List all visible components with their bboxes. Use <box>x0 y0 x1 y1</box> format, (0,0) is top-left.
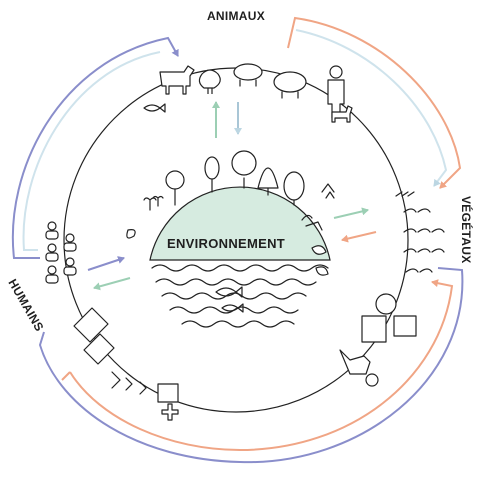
people-icon <box>45 221 77 284</box>
lightblue-arc-animals-plants <box>295 29 448 187</box>
arrow-env-to-plants <box>333 207 369 219</box>
vegetaux-label: VÉGÉTAUX <box>459 196 474 264</box>
microscope-icon <box>339 349 379 387</box>
pig-icon <box>233 63 263 87</box>
humains-label: HUMAINS <box>5 277 46 334</box>
arrow-humans-to-env <box>87 256 125 271</box>
orange-arc-tail <box>61 371 71 381</box>
farmer-icon <box>327 65 345 119</box>
plants-icon <box>395 191 445 273</box>
sheep-icon <box>273 71 307 99</box>
dog-icon <box>331 105 353 123</box>
blue-arc-plants-humans <box>38 267 464 464</box>
seedlings-icon <box>143 195 323 231</box>
orange-arc-humans-plants <box>69 279 454 452</box>
hospital-icon <box>73 307 179 421</box>
cow-icon <box>159 65 195 95</box>
environment-label: ENVIRONNEMENT <box>167 236 285 251</box>
fish-icon <box>143 103 166 113</box>
leaves-icon <box>126 229 329 276</box>
lab-icon <box>361 293 417 343</box>
lightblue-arc-humans-animals <box>22 51 161 251</box>
chicken-icon <box>198 69 221 94</box>
arrow-plants-to-env <box>341 231 377 243</box>
arrow-env-to-humans <box>93 277 131 291</box>
trees-icon <box>165 150 335 206</box>
animaux-label: ANIMAUX <box>207 9 265 23</box>
orange-arc-animals-plants <box>287 16 462 189</box>
fish-in-water-icon <box>215 286 244 313</box>
blue-arc-humans-animals <box>11 36 179 259</box>
